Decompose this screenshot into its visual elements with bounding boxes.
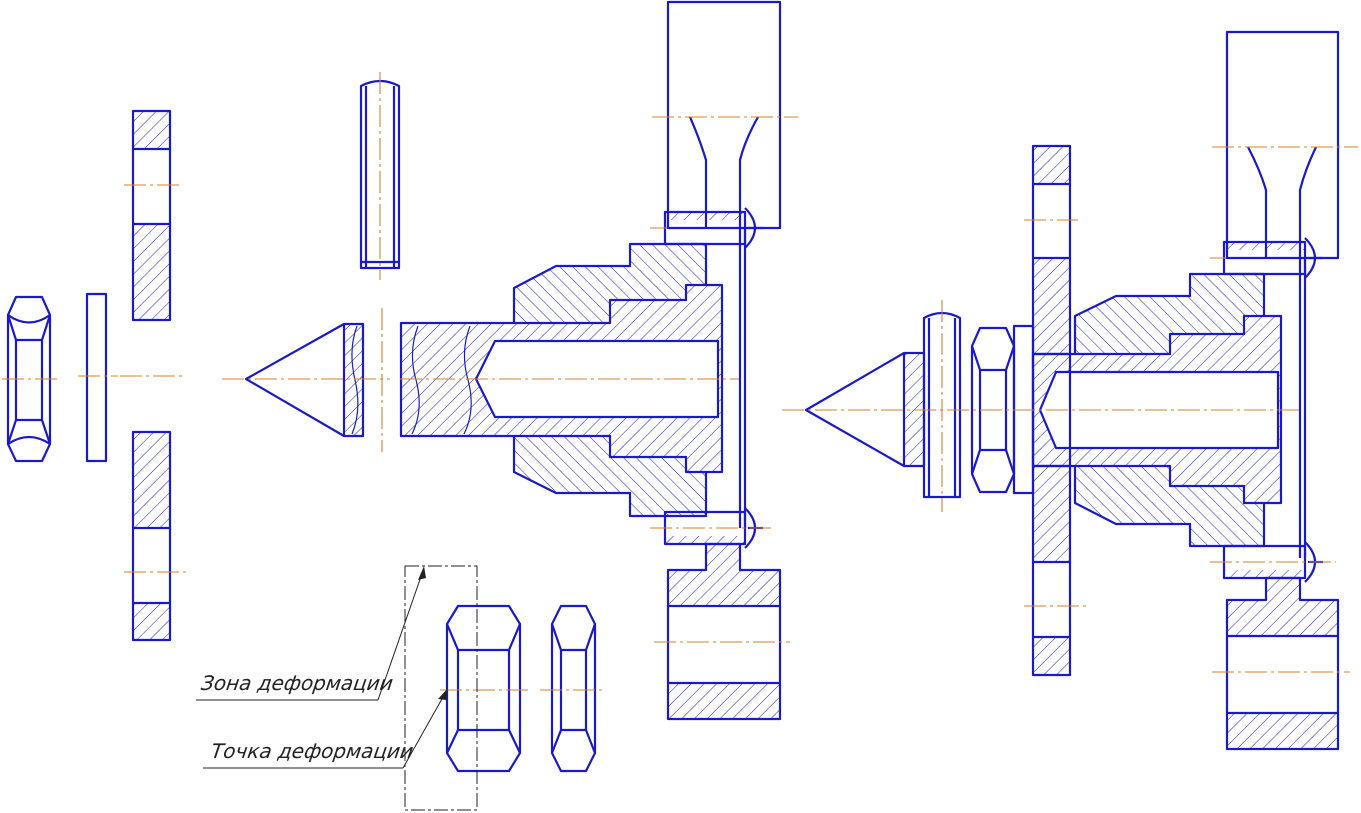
assembled-view: [782, 30, 1358, 751]
washer: [78, 292, 118, 463]
flange-plate-right: [1012, 144, 1090, 677]
housing-section-left: [399, 242, 740, 518]
hex-nut-left: [2, 295, 60, 463]
hex-nut-large: [440, 604, 530, 773]
exploded-view: [2, 0, 798, 811]
clamp-block-bottom-right: [1212, 576, 1350, 751]
flange-plate-left: [120, 109, 190, 642]
clamp-handle-top: [652, 0, 798, 230]
housing-section-right: [782, 272, 1300, 548]
hex-nut-small: [540, 604, 606, 773]
pin-right: [922, 300, 962, 512]
deformation-point-label: Точка деформации: [210, 739, 415, 763]
deformation-zone-label: Зона деформации: [200, 671, 395, 695]
deformation-zone-frame: [196, 565, 478, 811]
clamp-handle-top-right: [1212, 30, 1358, 260]
cone-tip: [222, 308, 390, 452]
clamp-block-bottom: [654, 542, 790, 721]
pin: [359, 72, 401, 280]
